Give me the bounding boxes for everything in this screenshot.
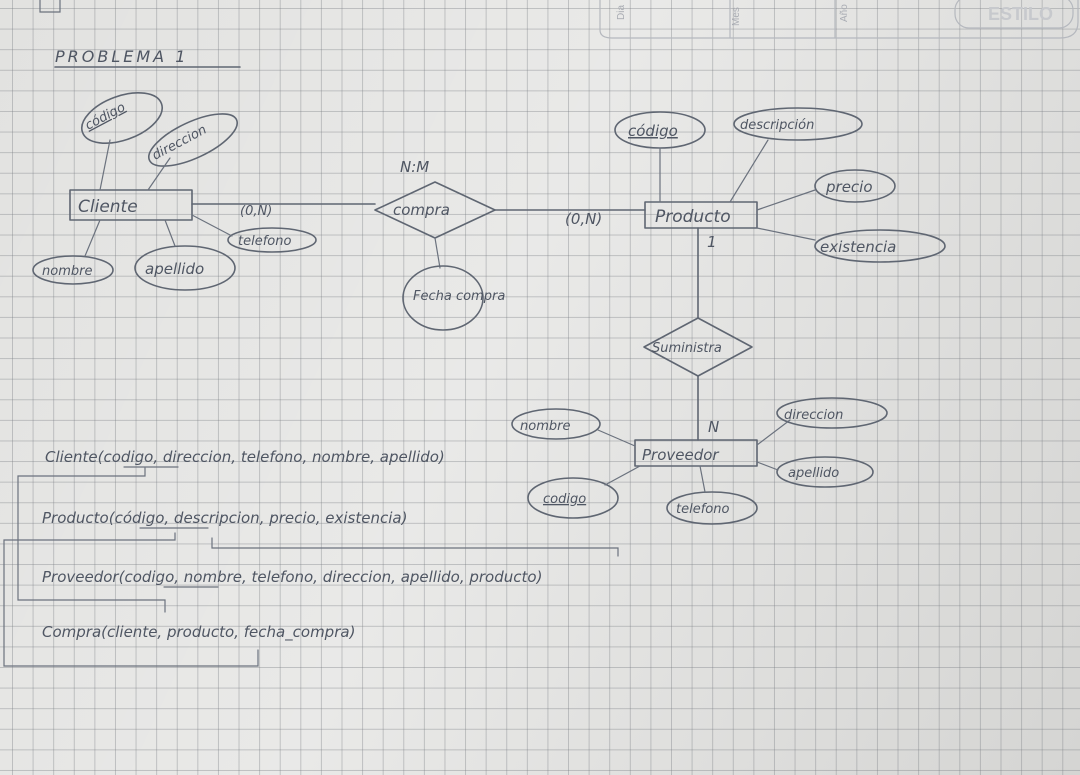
entity-cliente-box bbox=[69, 189, 193, 221]
attr-fecha-compra-oval bbox=[402, 265, 484, 331]
entity-proveedor-label: Proveedor bbox=[642, 446, 719, 464]
attr-cliente-codigo: código bbox=[83, 100, 128, 134]
attr-proveedor-nombre-oval bbox=[511, 408, 601, 440]
attr-cliente-direccion: direccion bbox=[150, 122, 209, 163]
card-cliente-side: (0,N) bbox=[240, 204, 272, 219]
attr-proveedor-direccion: direccion bbox=[784, 408, 843, 423]
attr-producto-existencia-oval bbox=[814, 229, 946, 263]
rel-compra-label: compra bbox=[393, 201, 450, 219]
attr-proveedor-telefono-oval bbox=[666, 491, 758, 525]
attr-proveedor-nombre: nombre bbox=[520, 419, 570, 434]
card-compra-type: N:M bbox=[400, 158, 429, 176]
entity-producto-box bbox=[644, 201, 758, 229]
attr-cliente-apellido-oval bbox=[134, 245, 236, 291]
tab-label-dia: Dia bbox=[616, 5, 627, 20]
attr-producto-existencia: existencia bbox=[820, 238, 896, 256]
attr-proveedor-codigo-oval bbox=[527, 477, 619, 519]
schema-cliente: Cliente(codigo, direccion, telefono, nom… bbox=[45, 448, 445, 466]
page-title: PROBLEMA 1 bbox=[55, 47, 188, 66]
card-producto-side: (0,N) bbox=[565, 210, 602, 228]
schema-proveedor: Proveedor(codigo, nombre, telefono, dire… bbox=[42, 568, 542, 586]
tab-label-mes: Mes bbox=[731, 7, 742, 26]
attr-fecha-compra: Fecha compra bbox=[413, 289, 505, 304]
card-producto-suministra: 1 bbox=[707, 233, 717, 251]
tab-label-ano: Año bbox=[839, 4, 850, 22]
attr-cliente-nombre: nombre bbox=[42, 264, 92, 279]
attr-producto-precio-oval bbox=[814, 169, 896, 203]
style-label: ESTILO bbox=[988, 4, 1053, 24]
foreign-key-lines bbox=[3, 467, 619, 667]
entity-proveedor-box bbox=[634, 439, 758, 467]
attr-proveedor-direccion-oval bbox=[776, 397, 888, 429]
attr-producto-descripcion-oval bbox=[733, 107, 863, 141]
attr-producto-codigo: código bbox=[628, 122, 678, 140]
rel-suministra-label: Suministra bbox=[652, 341, 722, 356]
schema-compra: Compra(cliente, producto, fecha_compra) bbox=[42, 623, 355, 642]
card-proveedor-suministra: N bbox=[708, 418, 719, 436]
attr-proveedor-telefono: telefono bbox=[676, 502, 729, 517]
attr-cliente-telefono: telefono bbox=[238, 234, 291, 249]
attr-proveedor-apellido-oval bbox=[776, 456, 874, 488]
attr-cliente-direccion-oval bbox=[148, 113, 238, 167]
attr-cliente-codigo-oval bbox=[81, 92, 163, 144]
entity-cliente-label: Cliente bbox=[78, 197, 138, 217]
attr-cliente-apellido: apellido bbox=[145, 260, 204, 278]
attr-cliente-telefono-oval bbox=[227, 227, 317, 253]
entity-producto-label: Producto bbox=[655, 207, 731, 227]
attr-proveedor-apellido: apellido bbox=[788, 466, 839, 481]
attr-proveedor-codigo: codigo bbox=[543, 492, 586, 507]
attr-producto-precio: precio bbox=[825, 178, 873, 196]
attr-producto-descripcion: descripción bbox=[740, 118, 814, 133]
schema-producto: Producto(código, descripcion, precio, ex… bbox=[42, 509, 407, 527]
attr-cliente-nombre-oval bbox=[32, 255, 114, 285]
notebook-header: Dia Mes Año ESTILO bbox=[39, 0, 1079, 39]
